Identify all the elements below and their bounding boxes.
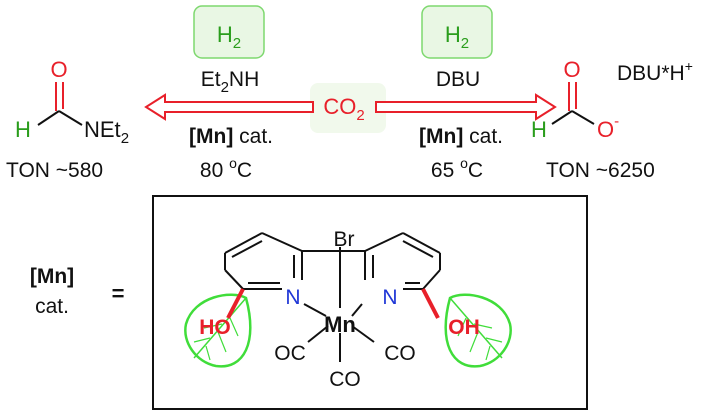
catalyst-n-right: N xyxy=(382,286,397,309)
base-reagent: DBU xyxy=(436,68,480,91)
catalyst-mn: Mn xyxy=(324,312,356,337)
catalyst-oh-left: HO xyxy=(199,316,231,339)
left-product-h: H xyxy=(15,117,31,142)
catalyst-label-mn: [Mn] xyxy=(30,265,74,288)
h2-label-left: H2 xyxy=(217,22,241,52)
cat-label-left: [Mn] cat. xyxy=(189,125,273,148)
mn-coordination-bonds xyxy=(303,247,375,362)
right-product-o: O xyxy=(563,57,580,82)
amine-reagent: Et2NH xyxy=(201,68,260,96)
oh-bond-right xyxy=(421,288,440,319)
h2-label-right: H2 xyxy=(445,22,469,52)
catalyst-co-left: OC xyxy=(274,342,306,365)
leaf-icon-right xyxy=(444,293,512,368)
temp-label-left: 80 oC xyxy=(200,155,252,182)
left-product-structure xyxy=(37,82,83,126)
catalyst-co-bottom: CO xyxy=(329,368,361,391)
h2-box-right xyxy=(421,5,493,59)
right-product-h: H xyxy=(531,117,547,142)
pyridine-ring-left xyxy=(224,232,303,290)
h2-box-left xyxy=(193,5,265,59)
catalyst-n-left: N xyxy=(285,286,300,309)
arrow-right xyxy=(375,93,557,121)
temp-label-right: 65 oC xyxy=(431,155,483,182)
co2-label: CO2 xyxy=(323,94,364,124)
counter-ion: DBU*H+ xyxy=(617,58,693,85)
left-product-n-group: NEt2 xyxy=(84,117,129,147)
co2-box xyxy=(310,83,386,133)
right-product-ton: TON ~6250 xyxy=(546,159,655,182)
right-product-structure xyxy=(551,82,595,125)
arrow-left xyxy=(144,93,314,121)
catalyst-label-eq: = xyxy=(112,281,125,306)
cat-label-right: [Mn] cat. xyxy=(419,125,503,148)
catalyst-co-right: CO xyxy=(384,342,416,365)
pyridine-ring-right xyxy=(364,232,441,290)
catalyst-label-cat: cat. xyxy=(35,295,69,318)
catalyst-frame xyxy=(152,195,588,410)
oh-bond-left xyxy=(226,288,245,319)
leaf-icon-left xyxy=(184,293,252,368)
right-product-o-minus: O- xyxy=(597,113,619,142)
catalyst-oh-right: OH xyxy=(448,316,480,339)
left-product-ton: TON ~580 xyxy=(6,159,103,182)
catalyst-br: Br xyxy=(334,228,355,251)
left-product-o: O xyxy=(50,57,67,82)
